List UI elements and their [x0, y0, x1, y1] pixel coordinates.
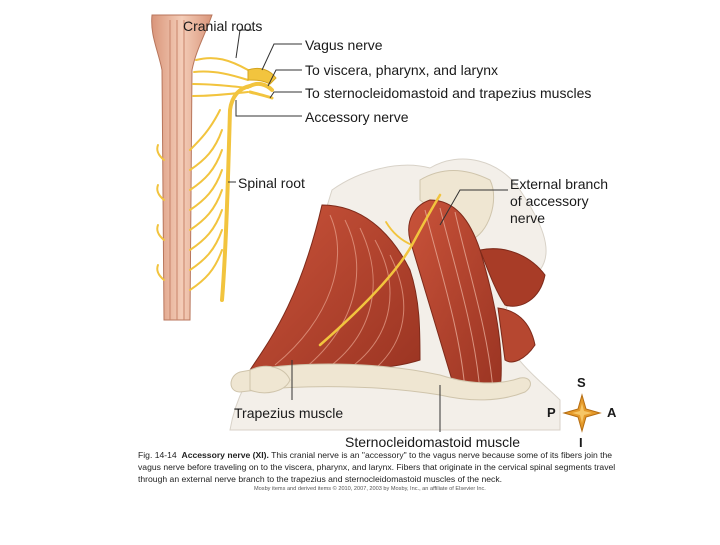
label-accessory-nerve: Accessory nerve — [305, 109, 409, 125]
external-branch-nerve — [318, 193, 442, 347]
caption-text: This cranial nerve is an "accessory" to … — [138, 450, 616, 484]
sternocleidomastoid-fibers — [424, 207, 494, 393]
label-cranial-roots: Cranial roots — [183, 18, 263, 34]
scapula-bone — [249, 365, 291, 394]
nerve-branch-sterno — [248, 90, 274, 100]
label-sternocleidomastoid-muscle: Sternocleidomastoid muscle — [345, 434, 521, 450]
caption-fig-number: Fig. 14-14 — [138, 450, 177, 460]
spinal-rootlets — [156, 109, 223, 291]
direction-inferior: I — [579, 435, 583, 450]
spinal-cord-grooves — [169, 20, 185, 320]
label-to-viscera: To viscera, pharynx, and larynx — [305, 62, 498, 78]
copyright-credit: Mosby items and derived items © 2010, 20… — [254, 486, 486, 492]
orientation-compass — [562, 393, 602, 433]
anterior-neck-muscles — [479, 248, 546, 307]
label-external-branch-1: External branch — [510, 176, 609, 192]
figure-caption: Fig. 14-14 Accessory nerve (XI). This cr… — [138, 449, 618, 485]
anterior-neck-muscles-2 — [497, 307, 536, 363]
label-spinal-root: Spinal root — [238, 175, 305, 191]
external-branch-twig — [385, 221, 413, 246]
caption-title: Accessory nerve (XI). — [181, 450, 269, 460]
label-external-branch-2: of accessory — [510, 193, 589, 209]
direction-anterior: A — [607, 405, 617, 420]
label-external-branch-3: nerve — [510, 210, 546, 226]
label-vagus-nerve: Vagus nerve — [305, 37, 383, 53]
nerve-branch-viscera — [248, 81, 274, 92]
accessory-nerve-trunk — [220, 84, 252, 302]
direction-superior: S — [577, 375, 586, 390]
label-trapezius-muscle: Trapezius muscle — [234, 405, 344, 421]
direction-posterior: P — [547, 405, 556, 420]
label-to-sterno-trapezius: To sternocleidomastoid and trapezius mus… — [305, 85, 592, 101]
spinal-cord — [151, 14, 213, 321]
vagus-nerve-shape — [247, 67, 277, 85]
leader-lines — [228, 29, 508, 432]
